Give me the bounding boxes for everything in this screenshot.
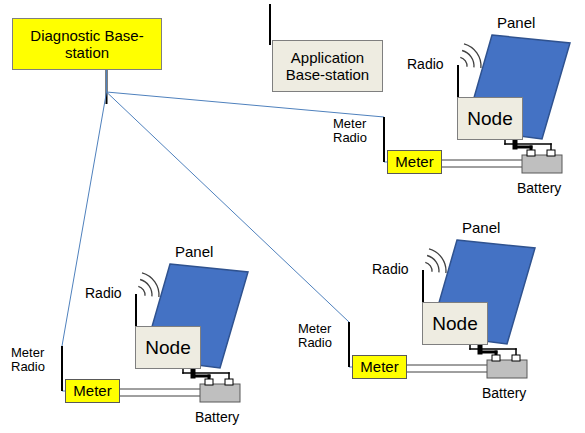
meter-wire xyxy=(407,372,487,373)
panel-wire xyxy=(193,375,209,378)
battery-label: Battery xyxy=(517,181,561,196)
box-text: Diagnostic Base-station xyxy=(18,27,156,62)
meter-wire xyxy=(442,160,522,161)
panel-wire xyxy=(515,146,531,149)
node-box: Node xyxy=(457,97,523,140)
meter-box: Meter xyxy=(65,379,120,403)
battery-body xyxy=(487,360,527,378)
radio-antenna xyxy=(422,271,424,302)
radio-link xyxy=(107,70,353,367)
meter-radio-label: Meter Radio xyxy=(298,322,332,351)
radio-wave xyxy=(427,256,439,273)
radio-antenna xyxy=(457,66,459,97)
battery-body xyxy=(522,155,562,173)
battery-terminal xyxy=(492,355,500,361)
radio-wave xyxy=(429,249,446,273)
box-text: Meter xyxy=(73,382,111,399)
box-text: Node xyxy=(432,313,477,335)
radio-wave xyxy=(142,273,159,297)
node-box: Node xyxy=(135,326,201,369)
node-box: Node xyxy=(422,302,488,345)
box-text: Application Base-station xyxy=(278,49,377,84)
radio-wave xyxy=(460,57,467,67)
battery-label: Battery xyxy=(195,410,239,425)
radio-antenna xyxy=(135,295,137,326)
node-wire xyxy=(183,372,229,374)
meter-wire xyxy=(120,389,200,390)
meter-antenna xyxy=(348,322,350,367)
base-antenna xyxy=(269,5,271,44)
meter-radio-label: Meter Radio xyxy=(11,346,45,375)
battery-label: Battery xyxy=(482,386,526,401)
node-wire xyxy=(505,143,551,145)
battery-terminal xyxy=(225,379,233,385)
radio-wave xyxy=(138,286,145,296)
battery-body xyxy=(200,384,240,402)
panel-wire xyxy=(480,351,496,354)
node-wire xyxy=(470,348,516,350)
box-text: Meter xyxy=(360,358,398,375)
box-text: Meter xyxy=(395,153,433,170)
radio-wave xyxy=(425,262,432,272)
radio-label: Radio xyxy=(407,57,444,72)
radio-wave xyxy=(140,280,152,297)
meter-wire xyxy=(442,167,522,168)
panel-label: Panel xyxy=(497,15,535,32)
base-station-box: Application Base-station xyxy=(272,40,383,92)
meter-box: Meter xyxy=(387,150,442,174)
battery-terminal xyxy=(512,355,520,361)
meter-radio-label: Meter Radio xyxy=(333,117,367,146)
box-text: Node xyxy=(467,108,512,130)
radio-link xyxy=(62,70,107,391)
meter-box: Meter xyxy=(352,355,407,379)
radio-wave xyxy=(462,51,474,68)
battery-terminal xyxy=(205,379,213,385)
radio-label: Radio xyxy=(85,286,122,301)
battery-terminal xyxy=(527,150,535,156)
meter-wire xyxy=(120,396,200,397)
battery-terminal xyxy=(547,150,555,156)
radio-label: Radio xyxy=(372,262,409,277)
meter-wire xyxy=(407,365,487,366)
panel-label: Panel xyxy=(175,244,213,261)
box-text: Node xyxy=(145,337,190,359)
radio-wave xyxy=(464,44,481,68)
base-station-box: Diagnostic Base-station xyxy=(12,18,162,70)
meter-antenna xyxy=(383,117,385,162)
panel-label: Panel xyxy=(462,220,500,237)
meter-antenna xyxy=(61,346,63,391)
